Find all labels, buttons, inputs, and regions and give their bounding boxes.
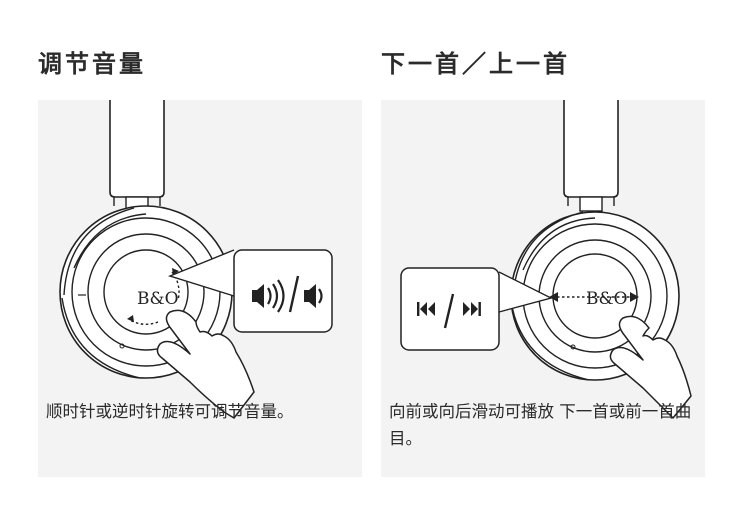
previous-next-track-icon (417, 293, 481, 329)
volume-up-down-icon (252, 275, 323, 313)
volume-section-title: 调节音量 (38, 50, 146, 78)
volume-illustration-card: B&O 顺时针或逆时针旋转可调节音量。 (38, 100, 362, 477)
volume-gesture-illustration: B&O (59, 100, 333, 419)
track-gesture-illustration: B&O (400, 100, 692, 419)
track-illustration-card: B&O 向前或向后滑动可播放 下一首或前一首曲目。 (381, 100, 705, 477)
track-section-title: 下一首／上一首 (381, 50, 570, 78)
volume-caption: 顺时针或逆时针旋转可调节音量。 (46, 402, 294, 421)
track-caption: 向前或向后滑动可播放 下一首或前一首曲目。 (389, 402, 692, 448)
bang-olufsen-logo: B&O (137, 289, 179, 309)
bang-olufsen-logo: B&O (586, 289, 628, 309)
